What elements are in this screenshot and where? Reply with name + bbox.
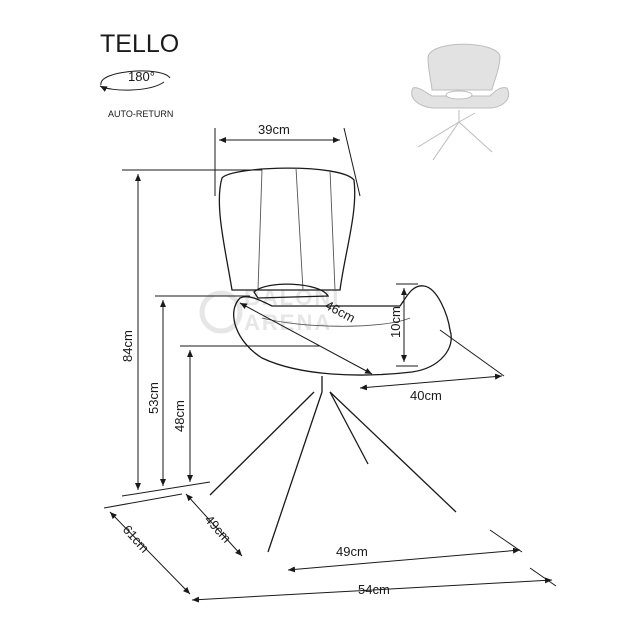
dim-seat-height: 48cm <box>172 400 187 432</box>
dim-total-width: 54cm <box>358 582 390 597</box>
dim-armrest-floor-height: 53cm <box>146 382 161 414</box>
rotation-label: 180° <box>128 69 155 84</box>
dimension-lines <box>103 127 557 603</box>
watermark: BALONI ARENA <box>199 285 338 335</box>
dim-total-height: 84cm <box>120 330 135 362</box>
product-title: TELLO <box>100 30 179 58</box>
chair-outline <box>209 167 457 553</box>
watermark-line2: ARENA <box>244 310 332 335</box>
dim-base-depth: 49cm <box>202 512 234 546</box>
chair-thumbnail <box>411 43 510 161</box>
dim-armrest-height: 10cm <box>388 306 403 338</box>
auto-return-label: AUTO-RETURN <box>108 109 173 119</box>
rotation-icon <box>99 70 171 92</box>
dim-seat-width: 40cm <box>410 388 442 403</box>
dim-backrest-width: 39cm <box>258 122 290 137</box>
dim-base-width: 49cm <box>336 544 368 559</box>
